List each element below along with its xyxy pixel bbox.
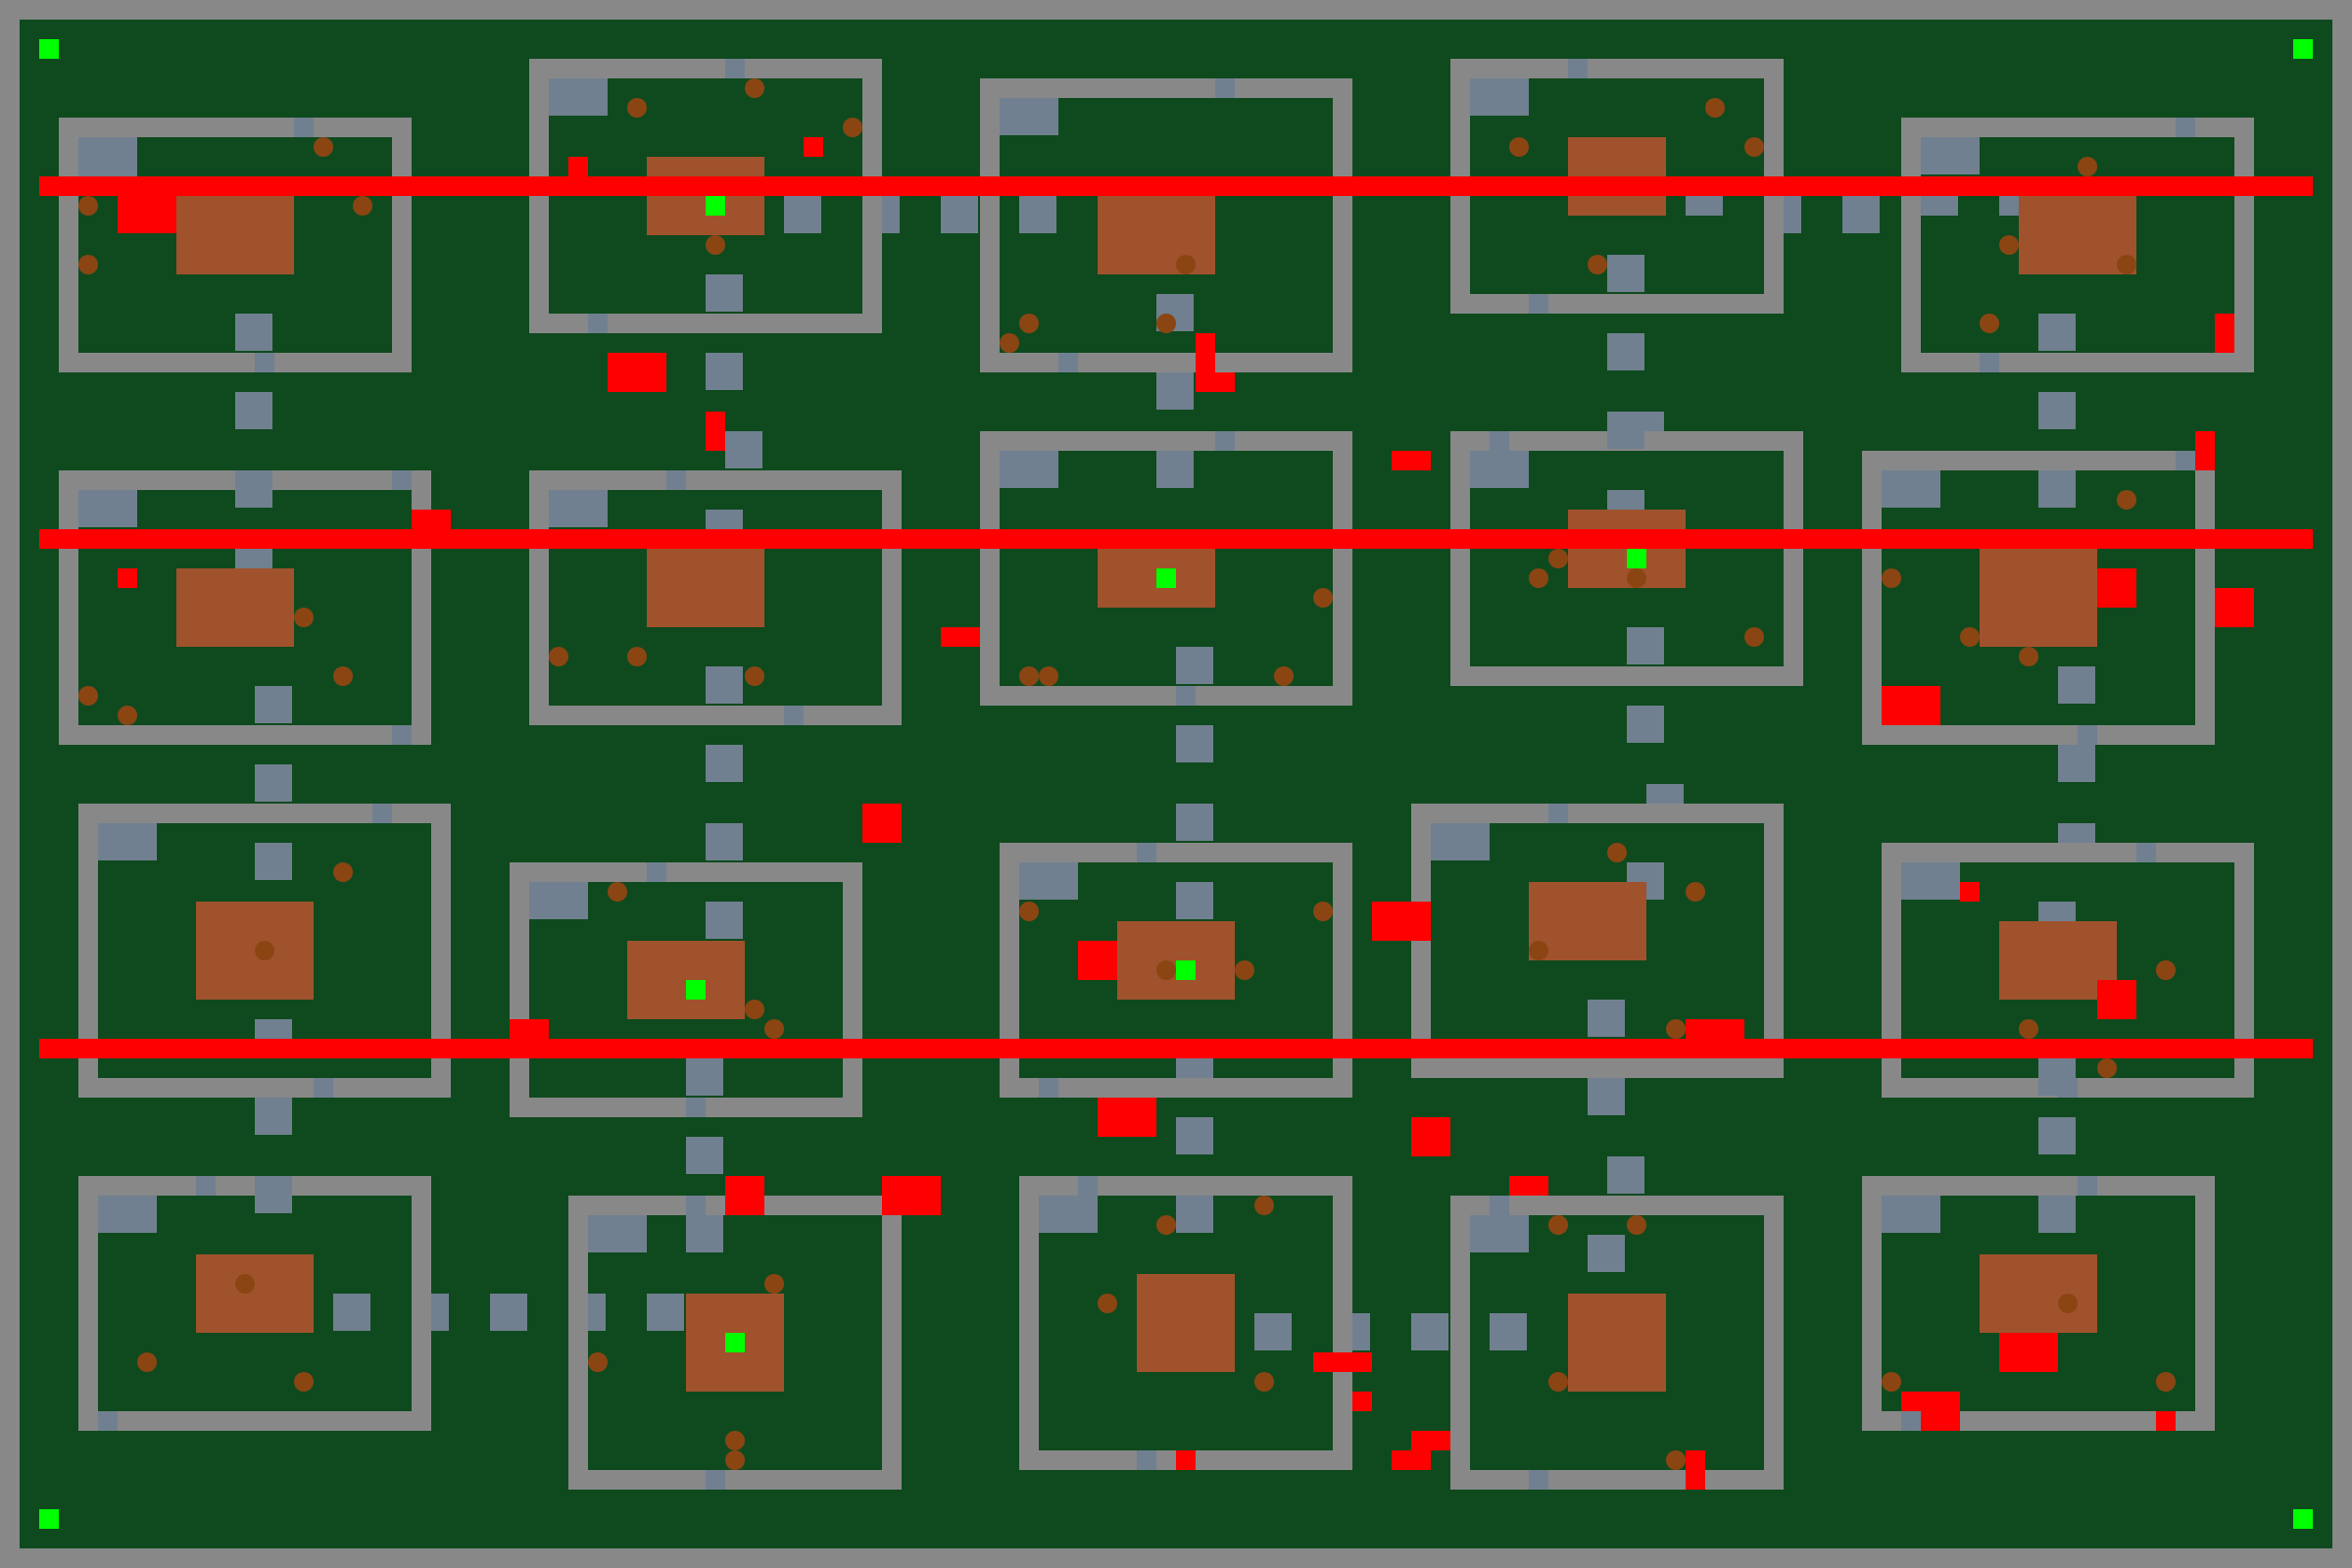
corner-marker — [2293, 39, 2313, 59]
corridor-tile — [706, 745, 743, 782]
table — [1137, 1274, 1235, 1372]
corridor-tile — [1176, 725, 1213, 762]
corridor-tile — [490, 1294, 527, 1331]
table — [176, 568, 294, 647]
markers — [39, 39, 2313, 1529]
table — [2019, 196, 2136, 274]
corridor-tile — [1607, 1156, 1644, 1194]
table — [647, 549, 764, 627]
laser-beam — [39, 1039, 2313, 1058]
agent-marker — [706, 196, 725, 216]
corridor-tile — [1607, 333, 1644, 370]
table — [1568, 1294, 1666, 1392]
hazards — [118, 137, 2254, 1490]
room-r1c3 — [980, 78, 1352, 372]
corridor-tile — [1411, 1313, 1448, 1350]
corner-marker — [39, 39, 59, 59]
agent-marker — [686, 980, 706, 1000]
laser-beams — [39, 176, 2313, 1058]
corridor-tile — [2058, 745, 2095, 782]
laser-beam — [39, 176, 2313, 196]
room-r2c2 — [529, 470, 902, 725]
table — [1980, 1254, 2097, 1333]
table — [1980, 549, 2097, 647]
table — [1529, 882, 1646, 960]
agent-marker — [725, 1333, 745, 1352]
corridor-tile — [1627, 706, 1664, 743]
room-r4c5 — [1862, 1176, 2215, 1431]
corridor-tile — [1490, 1313, 1527, 1350]
items — [78, 78, 2176, 1470]
room-r1c5 — [1901, 118, 2254, 372]
table — [176, 196, 294, 274]
agent-marker — [1176, 960, 1196, 980]
agent-marker — [1156, 568, 1176, 588]
corridor-tile — [255, 1098, 292, 1135]
room-r2c5 — [1862, 451, 2215, 745]
corridor-tile — [706, 823, 743, 860]
corridor-tile — [2038, 1117, 2076, 1154]
corner-marker — [2293, 1509, 2313, 1529]
agent-marker — [1627, 549, 1646, 568]
doorway-tiles — [78, 59, 2195, 1490]
room-r1c1 — [59, 118, 412, 372]
corridor-tile — [686, 1137, 723, 1174]
laser-beam — [39, 529, 2313, 549]
room-r4c4 — [1450, 1196, 1784, 1490]
room-r3c1 — [78, 804, 451, 1098]
corridor-tile — [1842, 196, 1880, 233]
corridor-tile — [941, 196, 978, 233]
corridor-tile — [1156, 372, 1194, 410]
corridor-tile — [2038, 392, 2076, 429]
corridor-tile — [255, 764, 292, 802]
corridor-tile — [1176, 804, 1213, 841]
corner-marker — [39, 1509, 59, 1529]
corridor-tile — [235, 392, 272, 429]
corridor-tile — [1176, 1117, 1213, 1154]
room-r2c3 — [980, 431, 1352, 706]
room-r3c3 — [1000, 843, 1352, 1098]
corridor-tile — [1588, 1078, 1625, 1115]
table — [196, 1254, 314, 1333]
corridor-tile — [706, 353, 743, 390]
corridor-tile — [725, 431, 762, 468]
